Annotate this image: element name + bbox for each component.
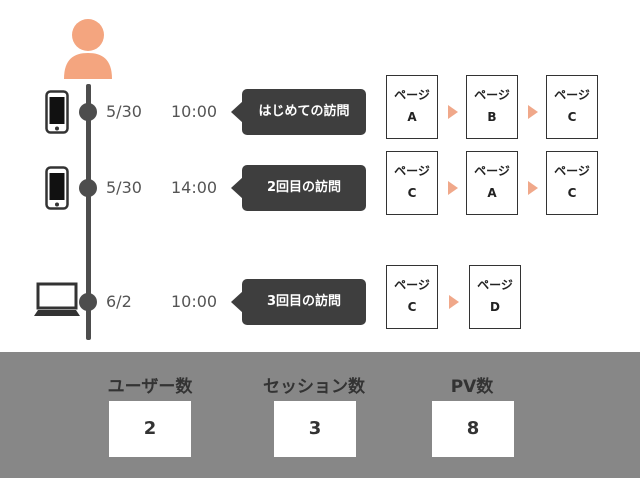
page-card-label: ページ [394,164,430,178]
page-card: ページ D [469,265,521,329]
page-card-label: ページ [554,88,590,102]
metric-value-box: 3 [274,401,356,457]
visit-label-bubble: 2回目の訪問 [231,165,366,211]
smartphone-icon [45,90,69,138]
laptop-icon [33,282,81,322]
metric-value: 8 [466,418,480,439]
visit-label-bubble: 3回目の訪問 [231,279,366,325]
timeline-dot [79,179,97,197]
arrow-right-icon [528,105,538,119]
page-card-id: D [490,300,500,314]
page-card: ページ A [386,75,438,139]
page-card-id: A [407,110,417,124]
page-card-label: ページ [394,278,430,292]
visit-time: 10:00 [171,292,218,311]
visit-label: 2回目の訪問 [266,180,342,195]
arrow-right-icon [448,181,458,195]
visit-label: はじめての訪問 [258,104,350,119]
page-card-label: ページ [394,88,430,102]
visit-label: 3回目の訪問 [266,294,342,309]
page-card-id: B [487,110,497,124]
page-card-id: C [407,300,417,314]
smartphone-icon [45,166,69,214]
page-card-label: ページ [474,164,510,178]
metric-label: PV数 [450,377,494,397]
page-card-label: ページ [474,88,510,102]
page-card: ページ C [386,151,438,215]
arrow-right-icon [528,181,538,195]
visit-date: 5/30 [106,178,142,197]
metric-value: 3 [308,418,322,439]
visit-time: 10:00 [171,102,218,121]
timeline-dot [79,293,97,311]
metric-value-box: 8 [432,401,514,457]
person-icon [64,19,112,79]
arrow-right-icon [448,105,458,119]
metric-label: セッション数 [263,377,365,397]
page-card-id: C [567,186,577,200]
page-card: ページ A [466,151,518,215]
timeline-line [86,84,91,340]
metric-value: 2 [143,418,157,439]
visit-time: 14:00 [171,178,218,197]
page-card-id: A [487,186,497,200]
page-card-id: C [567,110,577,124]
visit-date: 6/2 [106,292,132,311]
page-card: ページ C [546,151,598,215]
page-card-label: ページ [477,278,513,292]
page-card: ページ B [466,75,518,139]
metric-label: ユーザー数 [107,377,193,397]
page-card: ページ C [546,75,598,139]
metric-value-box: 2 [109,401,191,457]
page-card-id: C [407,186,417,200]
visit-label-bubble: はじめての訪問 [231,89,366,135]
page-card-label: ページ [554,164,590,178]
page-card: ページ C [386,265,438,329]
arrow-right-icon [449,295,459,309]
timeline-dot [79,103,97,121]
visit-date: 5/30 [106,102,142,121]
